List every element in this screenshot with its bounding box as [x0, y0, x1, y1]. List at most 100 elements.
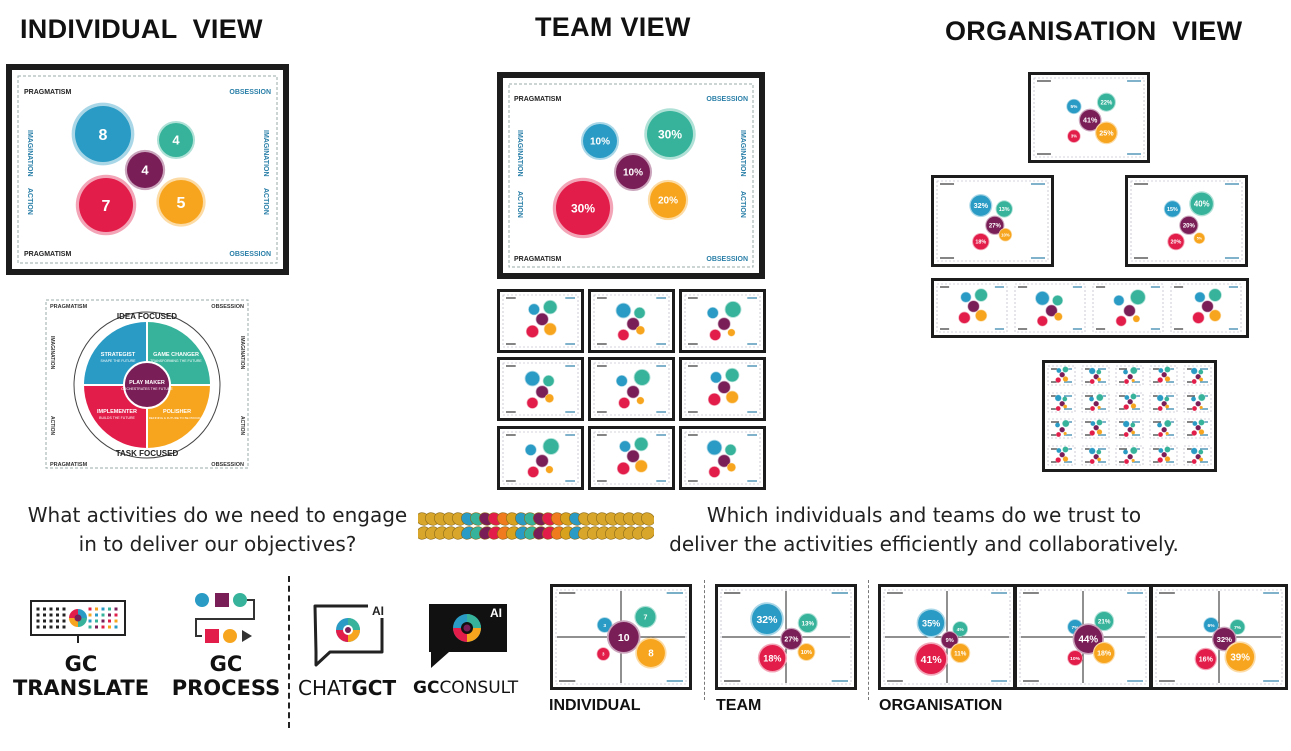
label-action-left: ACTION [26, 188, 33, 215]
bottom-org-2-bubble-4-label: 10% [1070, 656, 1080, 662]
org-top-bubble-3 [1079, 109, 1101, 131]
team-mini-6-bubble-4 [708, 393, 721, 406]
org-grid-17-bubble-3 [1093, 453, 1099, 459]
bottom-team-bubble-4 [759, 645, 786, 671]
org-grid-8-bubble-5 [1130, 403, 1136, 408]
org-grid-5-bubble-4 [1191, 379, 1197, 384]
bottom-org-1-bubble-1-label: 35% [922, 618, 940, 628]
org-row-4-bubble-3 [1202, 300, 1213, 312]
org-top-bubble-4-label: 3% [1071, 134, 1077, 139]
org-grid-14-bubble-4 [1158, 432, 1163, 437]
team-mini-chart-3 [679, 289, 766, 353]
gcconsult-suffix: CONSULT [439, 678, 519, 698]
bottom-team-bubble-5-label: 10% [801, 650, 812, 656]
team-label-imagination-left: IMAGINATION [516, 130, 523, 177]
bottom-individual-bubble-3 [608, 622, 639, 652]
org-grid-chart-16 [1045, 442, 1078, 468]
org-grid-chart-2 [1079, 363, 1112, 388]
bottom-org-3-bubble-1-label: 6% [1208, 623, 1216, 629]
org-grid-12-bubble-3 [1093, 425, 1099, 431]
org-grid-16-bubble-4 [1055, 457, 1061, 462]
rope-strand-26-bot [641, 526, 654, 540]
wheel-center-title: PLAY MAKER [129, 380, 165, 386]
team-mini-8-bubble-5 [635, 460, 648, 472]
org-row-2-bubble-1 [1035, 291, 1049, 305]
bottom-individual-bubble-4 [597, 648, 610, 660]
wheel-strategist-subtitle: SHAPE THE FUTURE [101, 359, 137, 363]
team-mini-5-bubble-1 [616, 375, 627, 387]
team-mini-3-bubble-1 [707, 307, 718, 319]
bottom-org-1-bubble-5-label: 11% [954, 650, 967, 657]
org-mid-left-bubble-1-label: 32% [974, 201, 989, 210]
individual-bubble-2 [159, 123, 193, 157]
org-grid-2-bubble-3 [1093, 374, 1099, 380]
org-grid-12-bubble-1 [1090, 421, 1096, 426]
org-chart-mid-right: 15%40%20%20%5% [1125, 175, 1248, 267]
team-mini-8-bubble-2 [634, 437, 648, 451]
org-grid-19-bubble-2 [1164, 446, 1171, 452]
wheel-game-changer-subtitle: TRANSFORMING THE FUTURE [150, 359, 202, 363]
bottom-org-2-bubble-1-label: 7% [1072, 625, 1080, 631]
org-grid-7-bubble-3 [1093, 400, 1099, 406]
bottom-label-individual: INDIVIDUAL [549, 697, 641, 714]
team-mini-6-bubble-2 [725, 368, 739, 382]
org-row-chart-3 [1090, 281, 1166, 335]
org-grid-17-bubble-4 [1089, 458, 1095, 464]
individual-bubble-1-label: 8 [99, 127, 108, 144]
org-grid-1-bubble-2 [1062, 366, 1069, 373]
org-grid-4-bubble-5 [1164, 376, 1170, 382]
team-mini-chart-8 [588, 426, 675, 490]
org-row-2-bubble-5 [1054, 312, 1063, 321]
org-grid-11-bubble-2 [1062, 420, 1070, 427]
gc-translate-line2: TRANSLATE [12, 676, 150, 700]
gc-process-label: GC PROCESS [165, 652, 287, 700]
org-grid-1-bubble-3 [1059, 372, 1065, 378]
org-grid-19-bubble-5 [1164, 456, 1170, 461]
org-grid-8-bubble-1 [1124, 394, 1130, 400]
org-grid-15-bubble-2 [1198, 419, 1205, 426]
gcconsult-ai-badge: AI [490, 606, 502, 620]
bottom-org-1-bubble-2-label: 4% [957, 627, 965, 633]
org-grid-13-bubble-2 [1130, 422, 1136, 428]
individual-chart: PRAGMATISM OBSESSION PRAGMATISM OBSESSIO… [6, 64, 289, 275]
team-mini-6-bubble-1 [710, 372, 722, 383]
org-grid-20-bubble-5 [1199, 457, 1203, 461]
org-mid-left-bubble-3 [986, 216, 1004, 234]
org-grid-chart-12 [1079, 416, 1112, 441]
org-grid-19-bubble-4 [1157, 457, 1163, 462]
team-mini-6-bubble-3 [718, 381, 730, 394]
org-top-bubble-5 [1096, 122, 1117, 143]
bottom-org-1-bubble-5 [951, 644, 970, 662]
team-mini-3-bubble-4 [709, 329, 721, 341]
bottom-team-bubble-5 [798, 644, 815, 660]
gcconsult-label: GCCONSULT [413, 678, 518, 698]
team-label-pragmatism-top: PRAGMATISM [514, 96, 561, 103]
wheel-strategist-title: STRATEGIST [101, 352, 136, 358]
org-grid-18-bubble-3 [1127, 453, 1133, 459]
org-grid-12-bubble-4 [1089, 430, 1095, 436]
team-mini-9-bubble-4 [709, 466, 720, 478]
team-mini-1-bubble-3 [536, 313, 548, 326]
bottom-org-3-bubble-3 [1213, 628, 1236, 650]
org-grid-2-bubble-4 [1089, 379, 1095, 384]
org-top-bubble-1 [1067, 99, 1081, 114]
org-grid-9-bubble-2 [1164, 396, 1170, 401]
org-grid-13-bubble-3 [1127, 427, 1133, 433]
org-top-bubble-3-label: 41% [1083, 117, 1098, 125]
org-grid-chart-5 [1181, 363, 1214, 388]
gcconsult-icon: AI [427, 602, 511, 670]
team-mini-1-bubble-1 [528, 304, 540, 315]
team-mini-2-bubble-3 [627, 318, 639, 330]
bottom-individual-bubble-5 [636, 639, 665, 667]
chatgct-suffix: GCT [351, 676, 397, 700]
org-row-1-bubble-4 [959, 312, 970, 324]
team-mini-3-bubble-3 [718, 318, 730, 330]
org-row-2-bubble-3 [1046, 305, 1057, 317]
org-top-bubble-2-label: 22% [1100, 100, 1113, 106]
team-mini-1-bubble-5 [544, 323, 557, 335]
org-grid-chart-1 [1045, 363, 1078, 388]
org-chart-grid [1042, 360, 1217, 472]
org-grid-3-bubble-3 [1127, 374, 1133, 380]
org-grid-10-bubble-5 [1199, 405, 1203, 409]
